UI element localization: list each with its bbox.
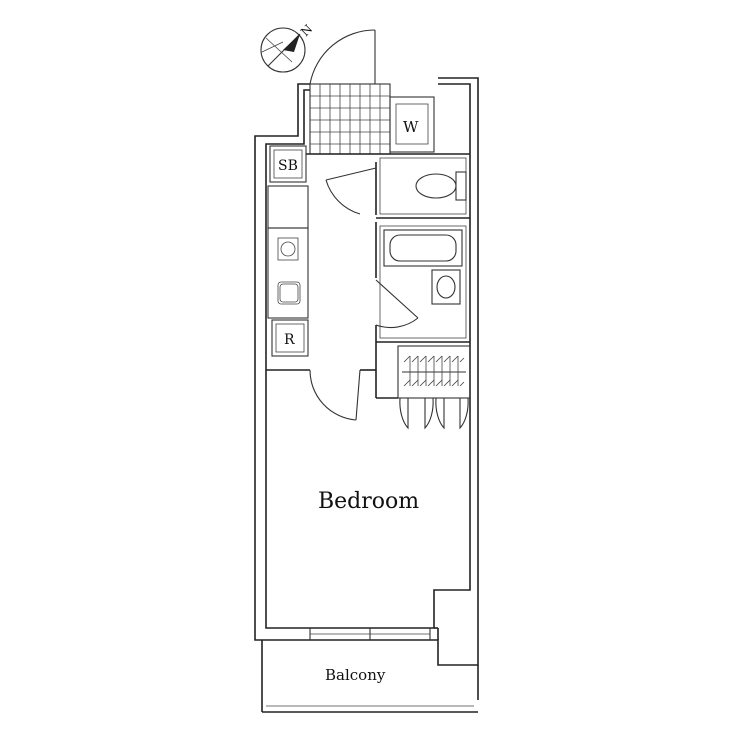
entry-door [309, 29, 376, 85]
bathtub [379, 225, 467, 339]
north-compass: N [260, 22, 315, 73]
bedroom-door [309, 369, 361, 421]
toilet-door [325, 167, 377, 215]
washer-label: W [403, 118, 419, 136]
fridge-label: R [284, 332, 295, 348]
bedroom-label: Bedroom [318, 489, 419, 514]
balcony-window [309, 628, 431, 640]
closet-doors [399, 397, 469, 430]
exterior-walls [254, 77, 479, 666]
refrigerator: R [271, 319, 309, 357]
balcony [261, 640, 479, 713]
entry-tile-floor [309, 83, 391, 155]
shoe-box: SB [269, 145, 307, 183]
washing-machine: W [389, 96, 435, 153]
shoe-box-label: SB [278, 158, 298, 174]
toilet [379, 157, 467, 215]
interior-walls [266, 153, 470, 399]
kitchen-counter [267, 185, 309, 319]
balcony-label: Balcony [325, 666, 386, 684]
bathroom-door [375, 279, 419, 329]
wash-basin [431, 269, 461, 305]
closet [397, 345, 471, 399]
